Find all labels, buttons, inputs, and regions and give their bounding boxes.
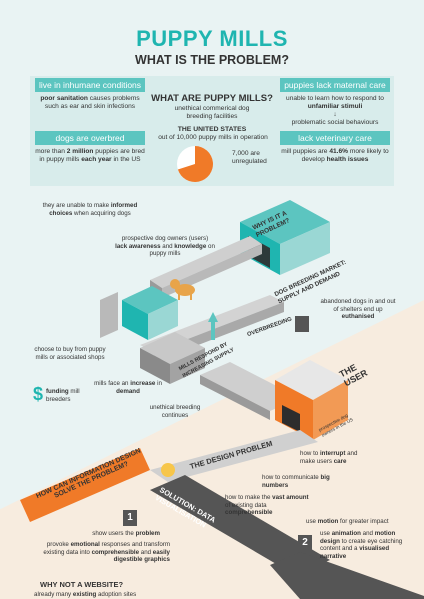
up-arrow-icon: [208, 312, 218, 340]
text-inhumane-conditions: poor sanitation causes problems such as …: [40, 95, 140, 110]
text-unethical-continues: unethical breeding continues: [149, 404, 201, 419]
lightbulb-icon: [161, 463, 175, 477]
conveyor-lower-front: [200, 375, 270, 420]
bin-icon: [295, 316, 309, 332]
heading-united-states: THE UNITED STATES: [177, 126, 247, 133]
text-increase-demand: mills face an increase in demand: [94, 380, 162, 395]
text-vast-amount: how to make the vast amount of existing …: [225, 494, 309, 517]
conveyor-left: [100, 292, 118, 338]
teal-block-left-side: [122, 300, 148, 340]
house-top: [240, 200, 330, 244]
text-show-problem: show users the problem: [92, 530, 160, 537]
page-title: PUPPY MILLS: [136, 26, 288, 51]
road-lower: [270, 552, 424, 599]
conveyor-upper-top: [150, 236, 262, 288]
unregulated-pie-chart: [177, 146, 213, 182]
user-house-right: [313, 380, 348, 440]
text-motion: use motion for greater impact: [306, 518, 389, 525]
teal-block-left-top: [122, 286, 178, 314]
heading-inhumane-conditions: live in inhumane conditions: [35, 78, 145, 92]
text-puppy-mills-definition: unethical commerical dog breeding facili…: [174, 105, 250, 120]
dollar-icon: $: [33, 384, 44, 404]
heading-what-are-puppy-mills: WHAT ARE PUPPY MILLS?: [151, 93, 273, 104]
text-big-numbers: how to communicate big numbers: [262, 474, 330, 489]
text-choose-to-buy: choose to buy from puppy mills or associ…: [34, 346, 106, 361]
grey-block-side: [140, 348, 170, 384]
grey-block-front: [170, 348, 205, 384]
text-animation: use animation and motion design to creat…: [320, 530, 403, 560]
text-existing-sites: already many existing adoption sites: [34, 591, 137, 598]
down-arrow-icon: ↓: [333, 111, 337, 118]
user-house-door: [282, 405, 300, 432]
page-subtitle: WHAT IS THE PROBLEM?: [135, 53, 289, 67]
heading-veterinary-care: lack veterinary care: [280, 131, 390, 145]
text-informed-choices: they are unable to make informed choices…: [42, 202, 138, 217]
heading-overbred: dogs are overbred: [35, 131, 145, 145]
road-solution: [150, 475, 330, 575]
text-overbred: more than 2 million puppies are bred in …: [35, 148, 145, 163]
heading-maternal-care: puppies lack maternal care: [280, 78, 390, 92]
user-house-left: [275, 380, 313, 440]
design-banner-shape: [20, 448, 150, 522]
text-maternal-care: unable to learn how to respond to unfami…: [286, 95, 384, 126]
pie-slice-unregulated: [177, 146, 213, 182]
text-euthanised: abandoned dogs in and out of shelters en…: [320, 298, 396, 321]
heading-why-not-website: WHY NOT A WEBSITE?: [40, 580, 124, 589]
text-interrupt: how to interrupt and make users care: [300, 450, 358, 465]
text-emotional: provoke emotional responses and transfor…: [43, 541, 170, 564]
puppy-icon: [170, 279, 195, 300]
house-right: [280, 222, 330, 275]
text-unregulated: 7,000 are unregulated: [232, 150, 267, 165]
teal-block-left-front: [148, 300, 178, 340]
text-puppy-mills-count: out of 10,000 puppy mills in operation: [158, 134, 268, 141]
step-1-badge: 1: [123, 510, 137, 526]
step-2-badge: 2: [298, 535, 312, 551]
text-lack-awareness: prospective dog owners (users) lack awar…: [115, 235, 215, 258]
text-veterinary-care: mill puppies are 41.6% more likely to de…: [281, 148, 389, 163]
grey-block-top: [140, 332, 205, 364]
road-problem: [150, 430, 318, 482]
text-funding: funding mill breeders: [46, 388, 80, 403]
user-house-roof: [275, 360, 348, 400]
